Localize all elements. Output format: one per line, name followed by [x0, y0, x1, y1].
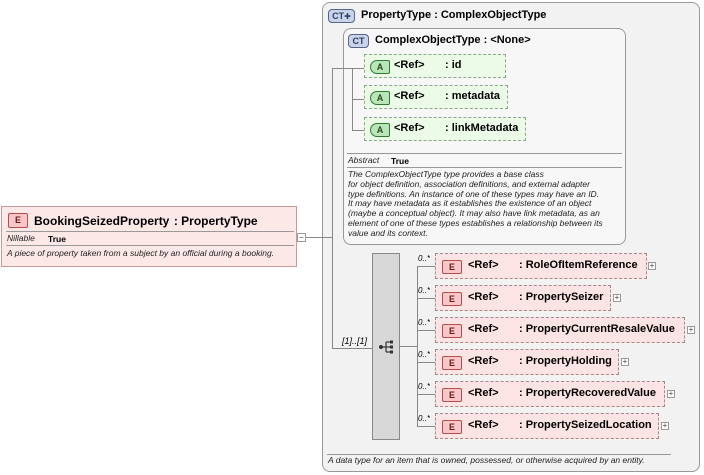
connector-line	[417, 394, 435, 395]
element-tag-icon: E	[442, 420, 462, 434]
sequence-cardinality: [1]..[1]	[342, 336, 368, 346]
element-name: : PropertyCurrentResaleValue	[519, 323, 675, 335]
element-name: : PropertyRecoveredValue	[519, 387, 656, 399]
element-tag-icon: E	[442, 324, 462, 338]
attribute-metadata[interactable]: A <Ref> : metadata	[364, 85, 508, 109]
connector-line	[332, 68, 333, 349]
collapse-minus-icon[interactable]: −	[297, 233, 306, 242]
expand-plus-icon[interactable]: +	[667, 389, 675, 398]
connector-line	[306, 237, 322, 238]
attribute-tag-icon: A	[370, 91, 390, 105]
element-role-of-item-reference[interactable]: E <Ref> : RoleOfItemReference	[435, 253, 647, 279]
element-tag-icon: E	[442, 292, 462, 306]
doc-line: (maybe a conceptual object). It may also…	[348, 208, 600, 219]
doc-line: value and its context.	[348, 227, 428, 238]
nillable-value: True	[48, 234, 66, 244]
complex-type-tag-icon: CT✚	[328, 9, 355, 23]
expand-plus-icon[interactable]: +	[613, 293, 621, 302]
attribute-name: : id	[445, 59, 462, 71]
sequence-icon	[379, 340, 393, 354]
connector-line	[417, 426, 435, 427]
divider	[6, 245, 294, 246]
ct-tag-text: CT	[332, 11, 345, 21]
root-element-name: BookingSeizedProperty	[34, 214, 170, 228]
connector-line	[417, 298, 435, 299]
element-name: : PropertyHolding	[519, 355, 612, 367]
attribute-id[interactable]: A <Ref> : id	[364, 54, 506, 78]
element-cardinality: 0..*	[418, 318, 431, 327]
element-property-seizer[interactable]: E <Ref> : PropertySeizer	[435, 285, 611, 311]
attribute-ref: <Ref>	[394, 90, 425, 102]
element-tag-icon: E	[442, 260, 462, 274]
connector-line	[417, 266, 435, 267]
element-property-current-resale-value[interactable]: E <Ref> : PropertyCurrentResaleValue	[435, 317, 685, 343]
connector-line	[417, 330, 435, 331]
element-property-seized-location[interactable]: E <Ref> : PropertySeizedLocation	[435, 413, 659, 439]
element-cardinality: 0..*	[418, 350, 431, 359]
element-ref: <Ref>	[468, 259, 499, 271]
doc-line: type definitions. An instance of one of …	[348, 188, 600, 199]
attribute-ref: <Ref>	[394, 59, 425, 71]
property-type-doc: A data type for an item that is owned, p…	[328, 455, 645, 465]
attribute-ref: <Ref>	[394, 122, 425, 134]
root-element-title: BookingSeizedProperty : PropertyType	[34, 212, 258, 230]
element-cardinality: 0..*	[418, 254, 431, 263]
element-property-holding[interactable]: E <Ref> : PropertyHolding	[435, 349, 619, 375]
connector-line	[400, 346, 417, 347]
connector-line	[417, 362, 435, 363]
complex-object-type-title: ComplexObjectType : <None>	[375, 34, 531, 46]
element-cardinality: 0..*	[418, 286, 431, 295]
element-property-recovered-value[interactable]: E <Ref> : PropertyRecoveredValue	[435, 381, 665, 407]
divider	[347, 167, 622, 168]
complex-type-tag-icon: CT	[348, 34, 369, 48]
expand-plus-icon[interactable]: +	[621, 357, 629, 366]
element-ref: <Ref>	[468, 355, 499, 367]
connector-line	[352, 130, 364, 131]
attribute-name: : metadata	[445, 90, 501, 102]
connector-line	[352, 99, 364, 100]
element-ref: <Ref>	[468, 323, 499, 335]
root-element-doc: A piece of property taken from a subject…	[7, 248, 275, 258]
doc-line: element of one of these types establishe…	[348, 217, 603, 228]
complex-object-type-doc: The ComplexObjectType type provides a ba…	[348, 169, 603, 239]
connector-line	[417, 266, 418, 426]
element-name: : PropertySeizer	[519, 291, 604, 303]
sequence-compositor[interactable]	[372, 253, 400, 440]
doc-line: The ComplexObjectType type provides a ba…	[348, 169, 544, 179]
extension-icon: ✚	[344, 12, 351, 21]
element-tag-icon: E	[442, 388, 462, 402]
attribute-tag-icon: A	[370, 60, 390, 74]
element-ref: <Ref>	[468, 387, 499, 399]
root-element-type: : PropertyType	[173, 214, 258, 228]
doc-line: for object definition, association defin…	[348, 178, 590, 189]
element-tag-icon: E	[442, 356, 462, 370]
element-ref: <Ref>	[468, 291, 499, 303]
element-cardinality: 0..*	[418, 414, 431, 423]
attribute-name: : linkMetadata	[445, 122, 519, 134]
abstract-value: True	[391, 156, 409, 166]
attribute-tag-icon: A	[370, 123, 390, 137]
element-tag-icon: E	[8, 213, 28, 228]
nillable-key: Nillable	[7, 233, 35, 243]
attribute-link-metadata[interactable]: A <Ref> : linkMetadata	[364, 117, 526, 141]
connector-line	[332, 68, 364, 69]
property-type-title: PropertyType : ComplexObjectType	[361, 9, 547, 21]
expand-plus-icon[interactable]: +	[687, 325, 695, 334]
connector-line	[332, 348, 372, 349]
abstract-key: Abstract	[348, 155, 380, 165]
connector-line	[322, 237, 332, 238]
element-cardinality: 0..*	[418, 382, 431, 391]
element-name: : RoleOfItemReference	[519, 259, 638, 271]
expand-plus-icon[interactable]: +	[648, 261, 656, 270]
divider	[6, 231, 294, 232]
element-ref: <Ref>	[468, 419, 499, 431]
expand-plus-icon[interactable]: +	[661, 421, 669, 430]
divider	[327, 454, 671, 455]
root-element-box[interactable]: E BookingSeizedProperty : PropertyType N…	[1, 206, 297, 267]
doc-line: It may have metadata as it establishes t…	[348, 198, 592, 209]
divider	[347, 153, 622, 154]
element-name: : PropertySeizedLocation	[519, 419, 652, 431]
